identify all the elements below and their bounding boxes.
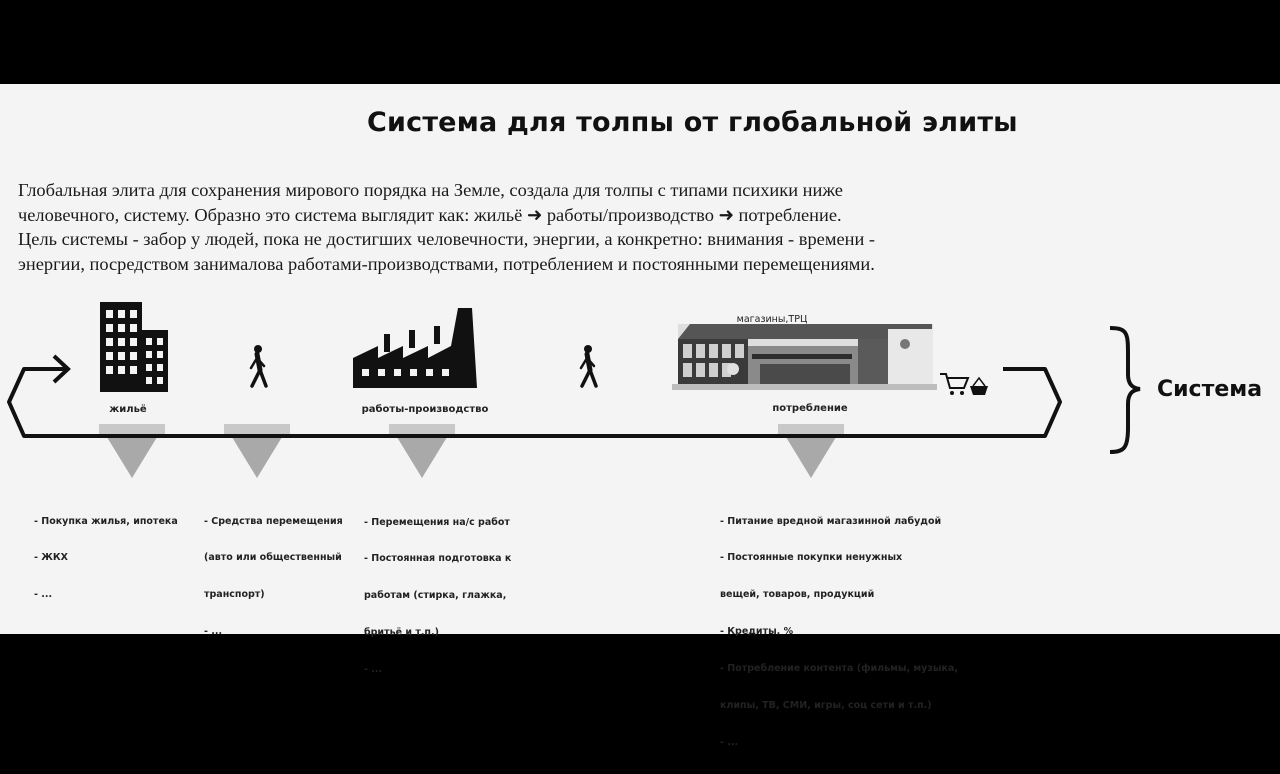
note-line: - Постоянные покупки ненужных xyxy=(720,552,903,564)
note-line: бритьё и т.п.) xyxy=(364,627,439,639)
funnel-triangle-icon xyxy=(778,424,844,478)
note-line: - Питание вредной магазинной лабудой xyxy=(720,515,942,527)
slide: Система для толпы от глобальной элиты Гл… xyxy=(0,84,1280,748)
stage-label-consumption: потребление xyxy=(772,402,848,414)
intro-line: энергии, посредством занималова работами… xyxy=(18,253,875,274)
note-consumption: - Питание вредной магазинной лабудой - П… xyxy=(720,491,958,774)
intro-line: человечного, систему. Образно это систем… xyxy=(18,204,842,225)
intro-line: Глобальная элита для сохранения мирового… xyxy=(18,180,843,200)
note-line: - Перемещения на/с работ xyxy=(364,516,510,528)
note-line: - ... xyxy=(34,589,53,601)
shopping-basket-icon xyxy=(970,376,988,395)
mall-sign: магазины,ТРЦ xyxy=(737,314,808,325)
note-line: (авто или общественный xyxy=(204,552,342,564)
funnel-triangle-icon xyxy=(389,424,455,478)
system-diagram: жильё работы-производство xyxy=(7,302,1262,478)
note-line: - Постоянная подготовка к xyxy=(364,553,512,565)
brace-icon xyxy=(1109,326,1141,454)
note-line: - ЖКХ xyxy=(34,552,68,564)
note-line: - Потребление контента (фильмы, музыка, xyxy=(720,663,958,675)
note-housing: - Покупка жилья, ипотека - ЖКХ - ... xyxy=(34,491,178,626)
funnel-triangle-icon xyxy=(99,424,165,478)
shopping-cart-icon xyxy=(940,373,970,395)
note-line: транспорт) xyxy=(204,589,265,601)
note-line: - ... xyxy=(364,664,383,676)
system-label: Система xyxy=(1157,377,1262,402)
intro-paragraph: Глобальная элита для сохранения мирового… xyxy=(18,178,1068,276)
walking-person-icon xyxy=(249,345,268,388)
walking-person-icon xyxy=(579,345,598,388)
slide-title: Система для толпы от глобальной элиты xyxy=(367,107,1018,138)
stage-label-housing: жильё xyxy=(109,403,147,415)
note-line: - ... xyxy=(720,736,739,748)
funnel-triangle-icon xyxy=(224,424,290,478)
note-line: - Кредиты, % xyxy=(720,626,794,638)
stage-label-work: работы-производство xyxy=(362,403,489,415)
note-line: - ... xyxy=(204,626,223,638)
note-transport: - Средства перемещения (авто или обществ… xyxy=(204,491,343,663)
note-line: - Покупка жилья, ипотека xyxy=(34,515,178,527)
note-line: - Средства перемещения xyxy=(204,515,343,527)
apartment-building-icon xyxy=(100,302,168,392)
shopping-mall-icon xyxy=(672,324,937,390)
loop-arrow-icon xyxy=(50,354,71,384)
note-work: - Перемещения на/с работ - Постоянная по… xyxy=(364,492,511,701)
note-line: работам (стирка, глажка, xyxy=(364,590,507,602)
intro-line: Цель системы - забор у людей, пока не до… xyxy=(18,229,876,249)
factory-icon xyxy=(353,308,477,388)
note-line: клипы, ТВ, СМИ, игры, соц сети и т.п.) xyxy=(720,700,932,712)
note-line: вещей, товаров, продукций xyxy=(720,589,875,601)
